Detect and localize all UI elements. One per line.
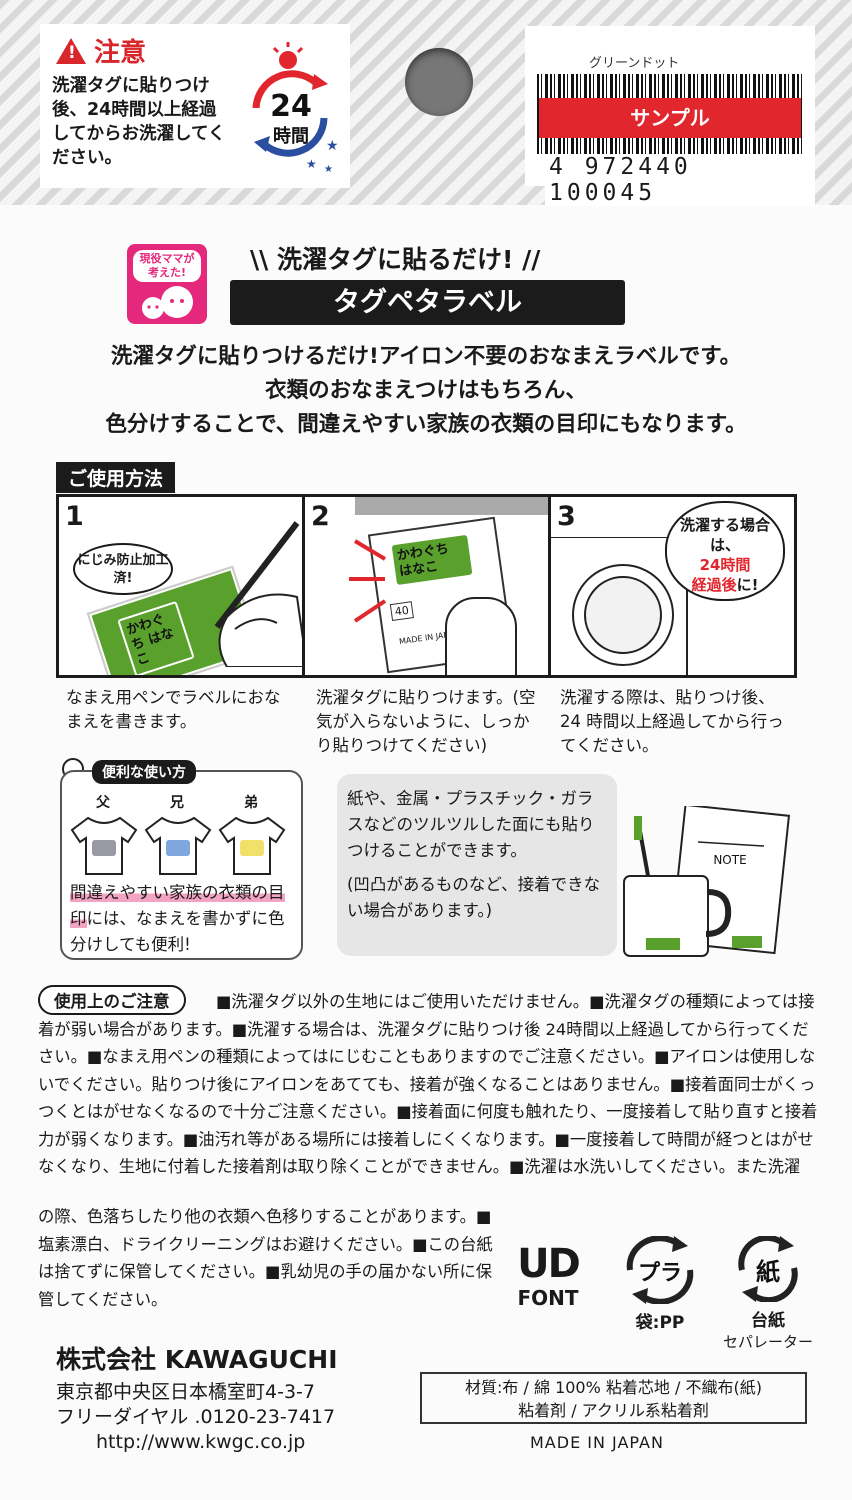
emphasis-lines-icon bbox=[349, 539, 387, 623]
kami-mark: 紙 bbox=[756, 1258, 780, 1286]
material-line-1: 材質:布 / 綿 100% 粘着芯地 / 不織布(紙) bbox=[465, 1378, 762, 1397]
mount-label: 台紙 bbox=[751, 1311, 785, 1331]
mama-badge-text: 現役ママが考えた! bbox=[133, 250, 201, 282]
company-freedial: フリーダイヤル .0120-23-7417 bbox=[56, 1406, 336, 1428]
garment-edge bbox=[355, 497, 548, 515]
mama-badge: 現役ママが考えた! bbox=[127, 244, 207, 324]
product-name: タグペタラベル bbox=[230, 280, 625, 325]
shirt-icon-younger-brother bbox=[218, 816, 286, 875]
surface-box: 紙や、金属・プラスチック・ガラスなどのツルツルした面にも貼りつけることができます… bbox=[337, 774, 617, 956]
hang-hole bbox=[405, 48, 473, 116]
step-number: 2 bbox=[311, 501, 330, 532]
color-swatch bbox=[166, 840, 190, 856]
tips-box: 便利な使い方 父 兄 弟 間違えやすい家族の衣類の目印には、なまえを書かずに色分… bbox=[60, 760, 303, 960]
svg-text:★: ★ bbox=[326, 138, 339, 154]
recycle-arrows-icon: プラ bbox=[626, 1235, 694, 1305]
step3-bubble-d: に! bbox=[736, 576, 759, 594]
surface-main: 紙や、金属・プラスチック・ガラスなどのツルツルした面にも貼りつけることができます… bbox=[347, 789, 595, 860]
ud-font-logo: UD FONT bbox=[508, 1242, 588, 1310]
step-panel-2: 2 かわぐち はなこ 40 MADE IN JAPAN bbox=[305, 497, 551, 675]
step-number: 1 bbox=[65, 501, 84, 532]
notebook-label: NOTE bbox=[713, 853, 746, 867]
company-address: 東京都中央区日本橋室町4-3-7 bbox=[56, 1381, 315, 1403]
ud-mark: UD bbox=[517, 1241, 581, 1287]
step2-label: かわぐち はなこ bbox=[391, 534, 473, 586]
step3-bubble-a: 洗濯する場合は、 bbox=[679, 516, 770, 554]
howto-panels: 1 にじみ防止加工済! かわぐち はなこ 2 かわぐち はなこ 40 MADE … bbox=[56, 494, 797, 678]
caution-title-text: 注意 bbox=[94, 38, 147, 68]
description-line: 洗濯タグに貼りつけるだけ!アイロン不要のおなまえラベルです。 bbox=[110, 344, 742, 369]
step3-bubble-b: 24時間 bbox=[699, 556, 751, 574]
tips-highlight: 間違えやすい家族の衣類 bbox=[70, 883, 252, 902]
warning-icon: ! bbox=[56, 37, 86, 64]
step2-text: 洗濯タグに貼りつけます。(空気が入らないように、しっかり貼りつけてください) bbox=[316, 688, 536, 755]
24-hour-icon: 24 時間 ★ ★ ★ bbox=[252, 42, 339, 175]
description-line: 色分けすることで、間違えやすい家族の衣類の目印にもなります。 bbox=[105, 412, 747, 437]
step3-bubble-c: 経過後 bbox=[691, 576, 737, 594]
shirt-icon-father bbox=[70, 816, 138, 875]
pla-recycle-logo: プラ 袋:PP bbox=[618, 1235, 702, 1333]
badge-number: 24 bbox=[270, 89, 312, 124]
barcode-box: グリーンドット サンプル 4 972440 100045 bbox=[525, 26, 815, 206]
material-box: 材質:布 / 綿 100% 粘着芯地 / 不織布(紙) 粘着剤 / アクリル系粘… bbox=[420, 1372, 807, 1424]
caution-title: ! 注意 bbox=[56, 32, 146, 69]
badge-unit: 時間 bbox=[273, 126, 309, 147]
made-in-japan: MADE IN JAPAN bbox=[530, 1433, 664, 1452]
color-swatch bbox=[240, 840, 264, 856]
family-face-icon bbox=[142, 286, 193, 319]
barcode-product-name: グリーンドット bbox=[585, 52, 684, 71]
description: 洗濯タグに貼りつけるだけ!アイロン不要のおなまえラベルです。 衣類のおなまえつけ… bbox=[40, 340, 812, 442]
caution-text: 洗濯タグに貼りつけ後、24時間以上経過してからお洗濯してください。 bbox=[52, 76, 226, 168]
step-panel-1: 1 にじみ防止加工済! かわぐち はなこ bbox=[59, 497, 305, 675]
tips-title: 便利な使い方 bbox=[92, 760, 196, 784]
shirt-label-father: 父 bbox=[96, 795, 110, 811]
step3-text: 洗濯する際は、貼りつけ後、24 時間以上経過してから行ってください。 bbox=[560, 688, 784, 755]
tagline: \\ 洗濯タグに貼るだけ! // bbox=[250, 245, 541, 274]
thumb-icon bbox=[445, 597, 517, 675]
step1-text: なまえ用ペンでラベルにおなまえを書きます。 bbox=[66, 688, 281, 731]
svg-text:★: ★ bbox=[306, 157, 317, 171]
notes-title: 使用上のご注意 bbox=[38, 985, 186, 1015]
barcode-number: 4 972440 100045 bbox=[545, 154, 815, 206]
pla-mark: プラ bbox=[638, 1261, 682, 1286]
font-mark: FONT bbox=[517, 1286, 579, 1310]
color-swatch bbox=[92, 840, 116, 856]
step3-bubble: 洗濯する場合は、 24時間 経過後に! bbox=[665, 501, 785, 601]
paper-recycle-icon: 紙 bbox=[738, 1234, 798, 1304]
step1-bubble: にじみ防止加工済! bbox=[73, 543, 173, 595]
company-url: http://www.kwgc.co.jp bbox=[96, 1431, 306, 1453]
material-line-2: 粘着剤 / アクリル系粘着剤 bbox=[518, 1401, 709, 1420]
notes-body: ■洗濯タグ以外の生地にはご使用いただけません。■洗濯タグの種類によっては接着が弱… bbox=[38, 992, 818, 1176]
description-line: 衣類のおなまえつけはもちろん、 bbox=[265, 378, 587, 403]
separator-label: セパレーター bbox=[722, 1333, 813, 1351]
pen-hand-icon bbox=[214, 521, 302, 667]
surface-text: 紙や、金属・プラスチック・ガラスなどのツルツルした面にも貼りつけることができます… bbox=[347, 786, 609, 924]
svg-text:★: ★ bbox=[324, 164, 333, 175]
step-panel-3: 3 洗濯する場合は、 24時間 経過後に! bbox=[551, 497, 794, 675]
bag-material: 袋:PP bbox=[635, 1313, 685, 1333]
paper-recycle-logo: 紙 台紙 セパレーター bbox=[718, 1234, 818, 1352]
tips-text: 間違えやすい家族の衣類の目印には、なまえを書かずに色分けしても便利! bbox=[70, 880, 300, 958]
washing-machine-icon bbox=[551, 537, 688, 675]
shirt-label-younger-brother: 弟 bbox=[244, 795, 258, 811]
company-info: 株式会社 KAWAGUCHI 東京都中央区日本橋室町4-3-7 フリーダイヤル … bbox=[56, 1340, 338, 1455]
company-name: 株式会社 KAWAGUCHI bbox=[56, 1345, 338, 1374]
shirt-icon-older-brother bbox=[144, 816, 212, 875]
notes-body-continued: の際、色落ちしたり他の衣類へ色移りすることがあります。■塩素漂白、ドライクリーニ… bbox=[38, 1207, 493, 1309]
surface-note: (凹凸があるものなど、接着できない場合があります。) bbox=[347, 875, 601, 920]
step-number: 3 bbox=[557, 501, 576, 532]
caution-box: ! 注意 洗濯タグに貼りつけ後、24時間以上経過してからお洗濯してください。 2… bbox=[40, 24, 350, 188]
shirt-label-older-brother: 兄 bbox=[170, 795, 184, 811]
mug-notebook-illustration: NOTE bbox=[623, 806, 791, 957]
howto-title: ご使用方法 bbox=[56, 462, 176, 493]
sample-label: サンプル bbox=[539, 98, 801, 138]
tips-text-rest: には、なまえを書かずに色分けしても便利! bbox=[70, 909, 285, 954]
